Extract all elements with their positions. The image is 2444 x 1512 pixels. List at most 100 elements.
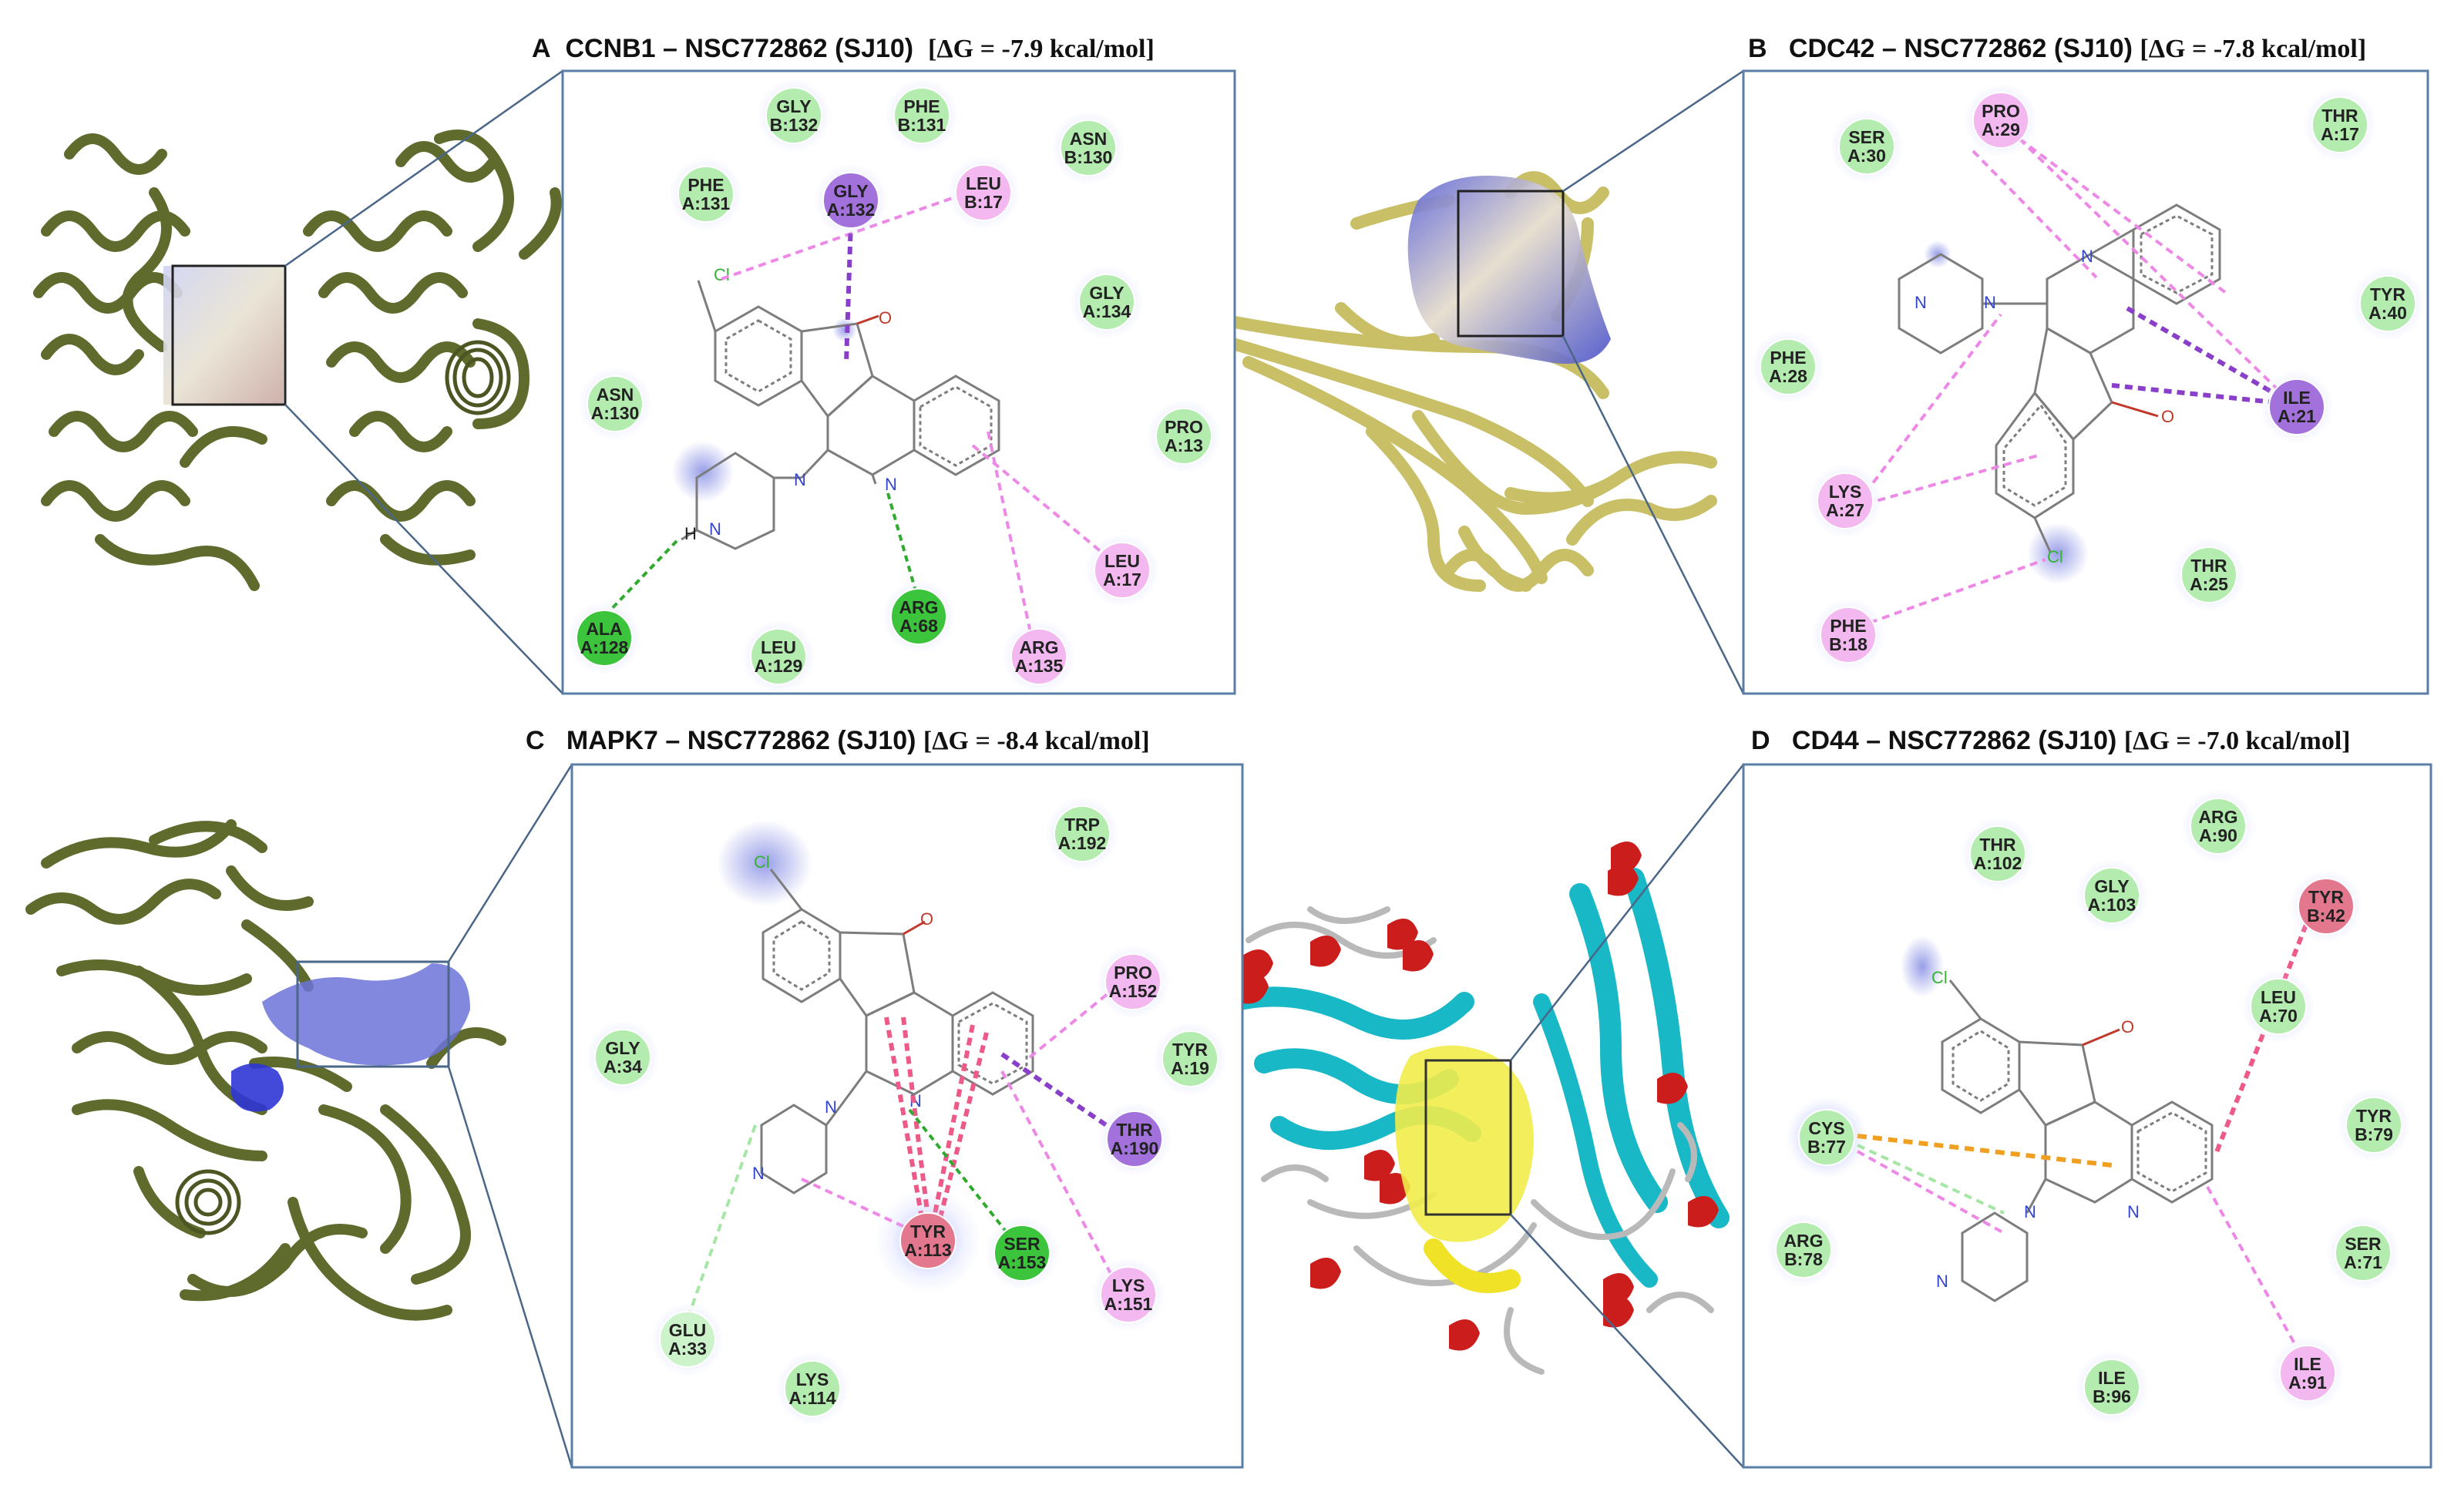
residue-disc: [1054, 805, 1111, 862]
oxygen-atom: O: [2161, 407, 2174, 426]
residue-disc: [1100, 1266, 1157, 1323]
residue-position: B:130: [1064, 147, 1113, 167]
panel-a-ligand-atoms: Cl O N N N H: [684, 265, 897, 543]
residue-disc: [899, 1212, 956, 1269]
residue-name: GLY: [1089, 283, 1124, 303]
residue-position: A:128: [580, 637, 629, 657]
oxygen-atom: O: [2121, 1017, 2134, 1037]
residue-disc: [822, 172, 879, 229]
residue-name: LYS: [1829, 482, 1862, 502]
nitrogen-atom: N: [825, 1097, 837, 1117]
residue-position: B:78: [1784, 1249, 1823, 1269]
residue-name: LEU: [2261, 987, 2296, 1007]
residue-name: TYR: [2356, 1106, 2392, 1126]
residue-position: B:17: [964, 192, 1003, 212]
residue-position: B:131: [898, 115, 946, 135]
residue-disc: [765, 87, 822, 144]
panel-a-protein-helices: [445, 340, 511, 415]
residue-position: A:71: [2344, 1252, 2382, 1272]
residue-name: SER: [1848, 127, 1885, 147]
residue-disc: [993, 1225, 1051, 1282]
panel-d-energy: [ΔG = -7.0 kcal/mol]: [2123, 727, 2351, 755]
residue-name: SER: [2345, 1234, 2382, 1254]
residue-position: A:21: [2278, 406, 2316, 426]
nitrogen-atom: N: [2127, 1202, 2140, 1221]
panel-a-title: A CCNB1 – NSC772862 (SJ10) [ΔG = -7.9 kc…: [532, 34, 1155, 64]
residue-name: TYR: [910, 1221, 946, 1242]
panel-c-letter: C: [526, 726, 545, 755]
residue-name: TRP: [1064, 815, 1100, 835]
nitrogen-atom: N: [885, 475, 897, 494]
residue-name: LEU: [1104, 551, 1140, 571]
residue-disc: [1161, 1030, 1219, 1087]
oxygen-atom: O: [920, 909, 933, 929]
residue-name: ALA: [586, 619, 622, 639]
residue-position: A:25: [2190, 574, 2228, 594]
residue-name: ASN: [597, 385, 634, 405]
panel-a-protein-ribbon: [33, 129, 562, 591]
residue-position: A:153: [998, 1252, 1047, 1272]
residue-position: B:79: [2355, 1124, 2393, 1144]
residue-disc: [2250, 978, 2307, 1035]
residue-disc: [2345, 1097, 2402, 1154]
panel-c-blue-surface: [231, 1063, 284, 1112]
residue-position: A:113: [904, 1240, 951, 1260]
residue-name: GLY: [776, 96, 811, 116]
panel-d-name: CD44 – NSC772862 (SJ10): [1791, 726, 2117, 755]
residue-position: A:19: [1171, 1058, 1209, 1078]
panel-d-interactions: [1857, 923, 2308, 1354]
residue-name: THR: [1979, 835, 2016, 855]
residue-name: LEU: [966, 173, 1001, 193]
residue-name: LEU: [761, 637, 796, 657]
residue-disc: [1838, 118, 1895, 175]
panel-b-energy: [ΔG = -7.8 kcal/mol]: [2140, 35, 2367, 63]
residue-name: ILE: [2294, 1354, 2321, 1374]
panel-d-zoom-line: [1510, 764, 1744, 1061]
residue-disc: [1798, 1109, 1855, 1166]
residue-disc: [1106, 1110, 1163, 1168]
residue-disc: [1094, 542, 1151, 599]
panel-b-zoom-box: [1457, 190, 1565, 338]
panel-b-title: B CDC42 – NSC772862 (SJ10) [ΔG = -7.8 kc…: [1748, 34, 2366, 64]
panel-b-ligand-atoms: N N N O Cl: [1915, 247, 2174, 566]
residue-disc: [2359, 275, 2416, 332]
residue-name: ARG: [1019, 637, 1058, 657]
residue-disc: [2298, 878, 2355, 935]
residue-position: A:192: [1058, 833, 1107, 853]
residue-disc: [1820, 606, 1877, 664]
residue-position: A:28: [1769, 366, 1807, 386]
residue-name: THR: [2321, 106, 2358, 126]
residue-disc: [893, 87, 950, 144]
chlorine-atom: Cl: [1931, 968, 1948, 987]
residue-position: A:91: [2288, 1373, 2327, 1393]
nitrogen-atom: N: [2081, 247, 2093, 266]
residue-name: PHE: [1830, 616, 1866, 636]
panel-d-title: D CD44 – NSC772862 (SJ10) [ΔG = -7.0 kca…: [1751, 726, 2351, 756]
nitrogen-atom: N: [2024, 1202, 2036, 1221]
residue-position: A:27: [1826, 500, 1864, 520]
residue-name: LYS: [796, 1369, 829, 1389]
residue-name: PRO: [1982, 101, 2020, 121]
residue-disc: [750, 628, 807, 685]
